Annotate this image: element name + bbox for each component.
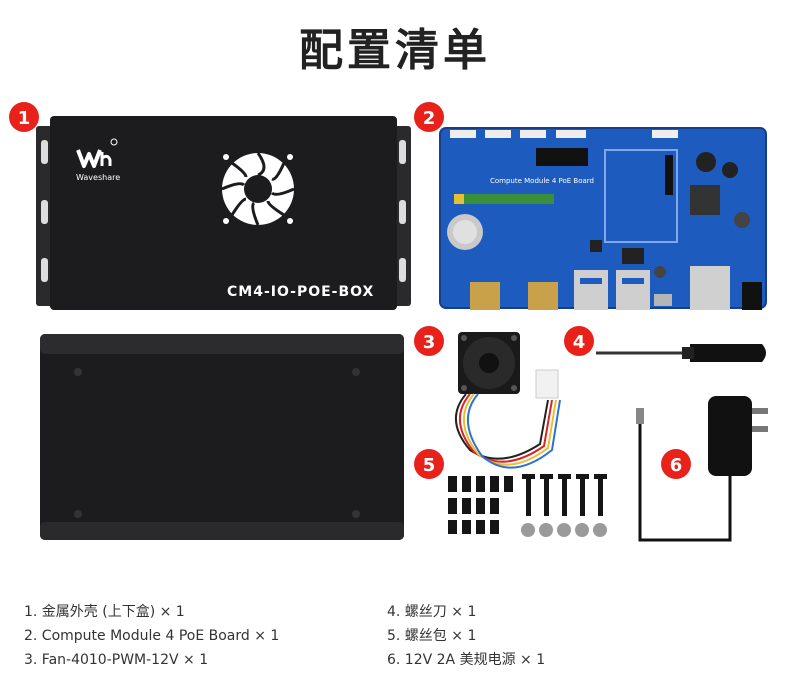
fan-module: [454, 332, 561, 469]
screw-pack: [448, 474, 607, 537]
badge-3: 3: [414, 326, 444, 356]
board-label: Compute Module 4 PoE Board: [490, 177, 594, 185]
svg-text:6: 6: [670, 455, 683, 476]
svg-text:2: 2: [423, 108, 436, 129]
badge-6: 6: [661, 449, 691, 479]
enclosure-base: [40, 334, 404, 540]
list-item: 3. Fan-4010-PWM-12V × 1: [24, 652, 209, 668]
svg-text:4: 4: [573, 332, 586, 353]
badge-5: 5: [414, 449, 444, 479]
list-item: 5. 螺丝包 × 1: [387, 628, 477, 644]
power-adapter: [636, 396, 768, 542]
svg-text:3: 3: [423, 332, 436, 353]
waveshare-logo-icon: [76, 138, 118, 168]
logo-text: Waveshare: [76, 173, 120, 182]
packing-list-right: 4. 螺丝刀 × 1 5. 螺丝包 × 1 6. 12V 2A 美规电源 × 1: [387, 600, 545, 672]
page-title: 配置清单: [299, 25, 491, 76]
svg-text:5: 5: [423, 455, 436, 476]
cm4-poe-board: Compute Module 4 PoE Board: [439, 127, 767, 310]
enclosure-lid: Waveshare CM4-IO-POE-BOX: [36, 116, 411, 310]
fan-grille-icon: [220, 151, 296, 227]
list-item: 1. 金属外壳 (上下盒) × 1: [24, 604, 185, 620]
product-photo: Waveshare CM4-IO-POE-BOX: [9, 102, 768, 542]
badge-4: 4: [564, 326, 594, 356]
screwdriver: [596, 344, 766, 362]
list-item: 6. 12V 2A 美规电源 × 1: [387, 652, 546, 668]
badge-2: 2: [414, 102, 444, 132]
list-item: 4. 螺丝刀 × 1: [387, 604, 477, 620]
packing-list-left: 1. 金属外壳 (上下盒) × 1 2. Compute Module 4 Po…: [24, 600, 279, 672]
badge-1: 1: [9, 102, 39, 132]
list-item: 2. Compute Module 4 PoE Board × 1: [24, 628, 280, 644]
svg-text:1: 1: [18, 108, 31, 129]
lid-label: CM4-IO-POE-BOX: [227, 284, 374, 300]
